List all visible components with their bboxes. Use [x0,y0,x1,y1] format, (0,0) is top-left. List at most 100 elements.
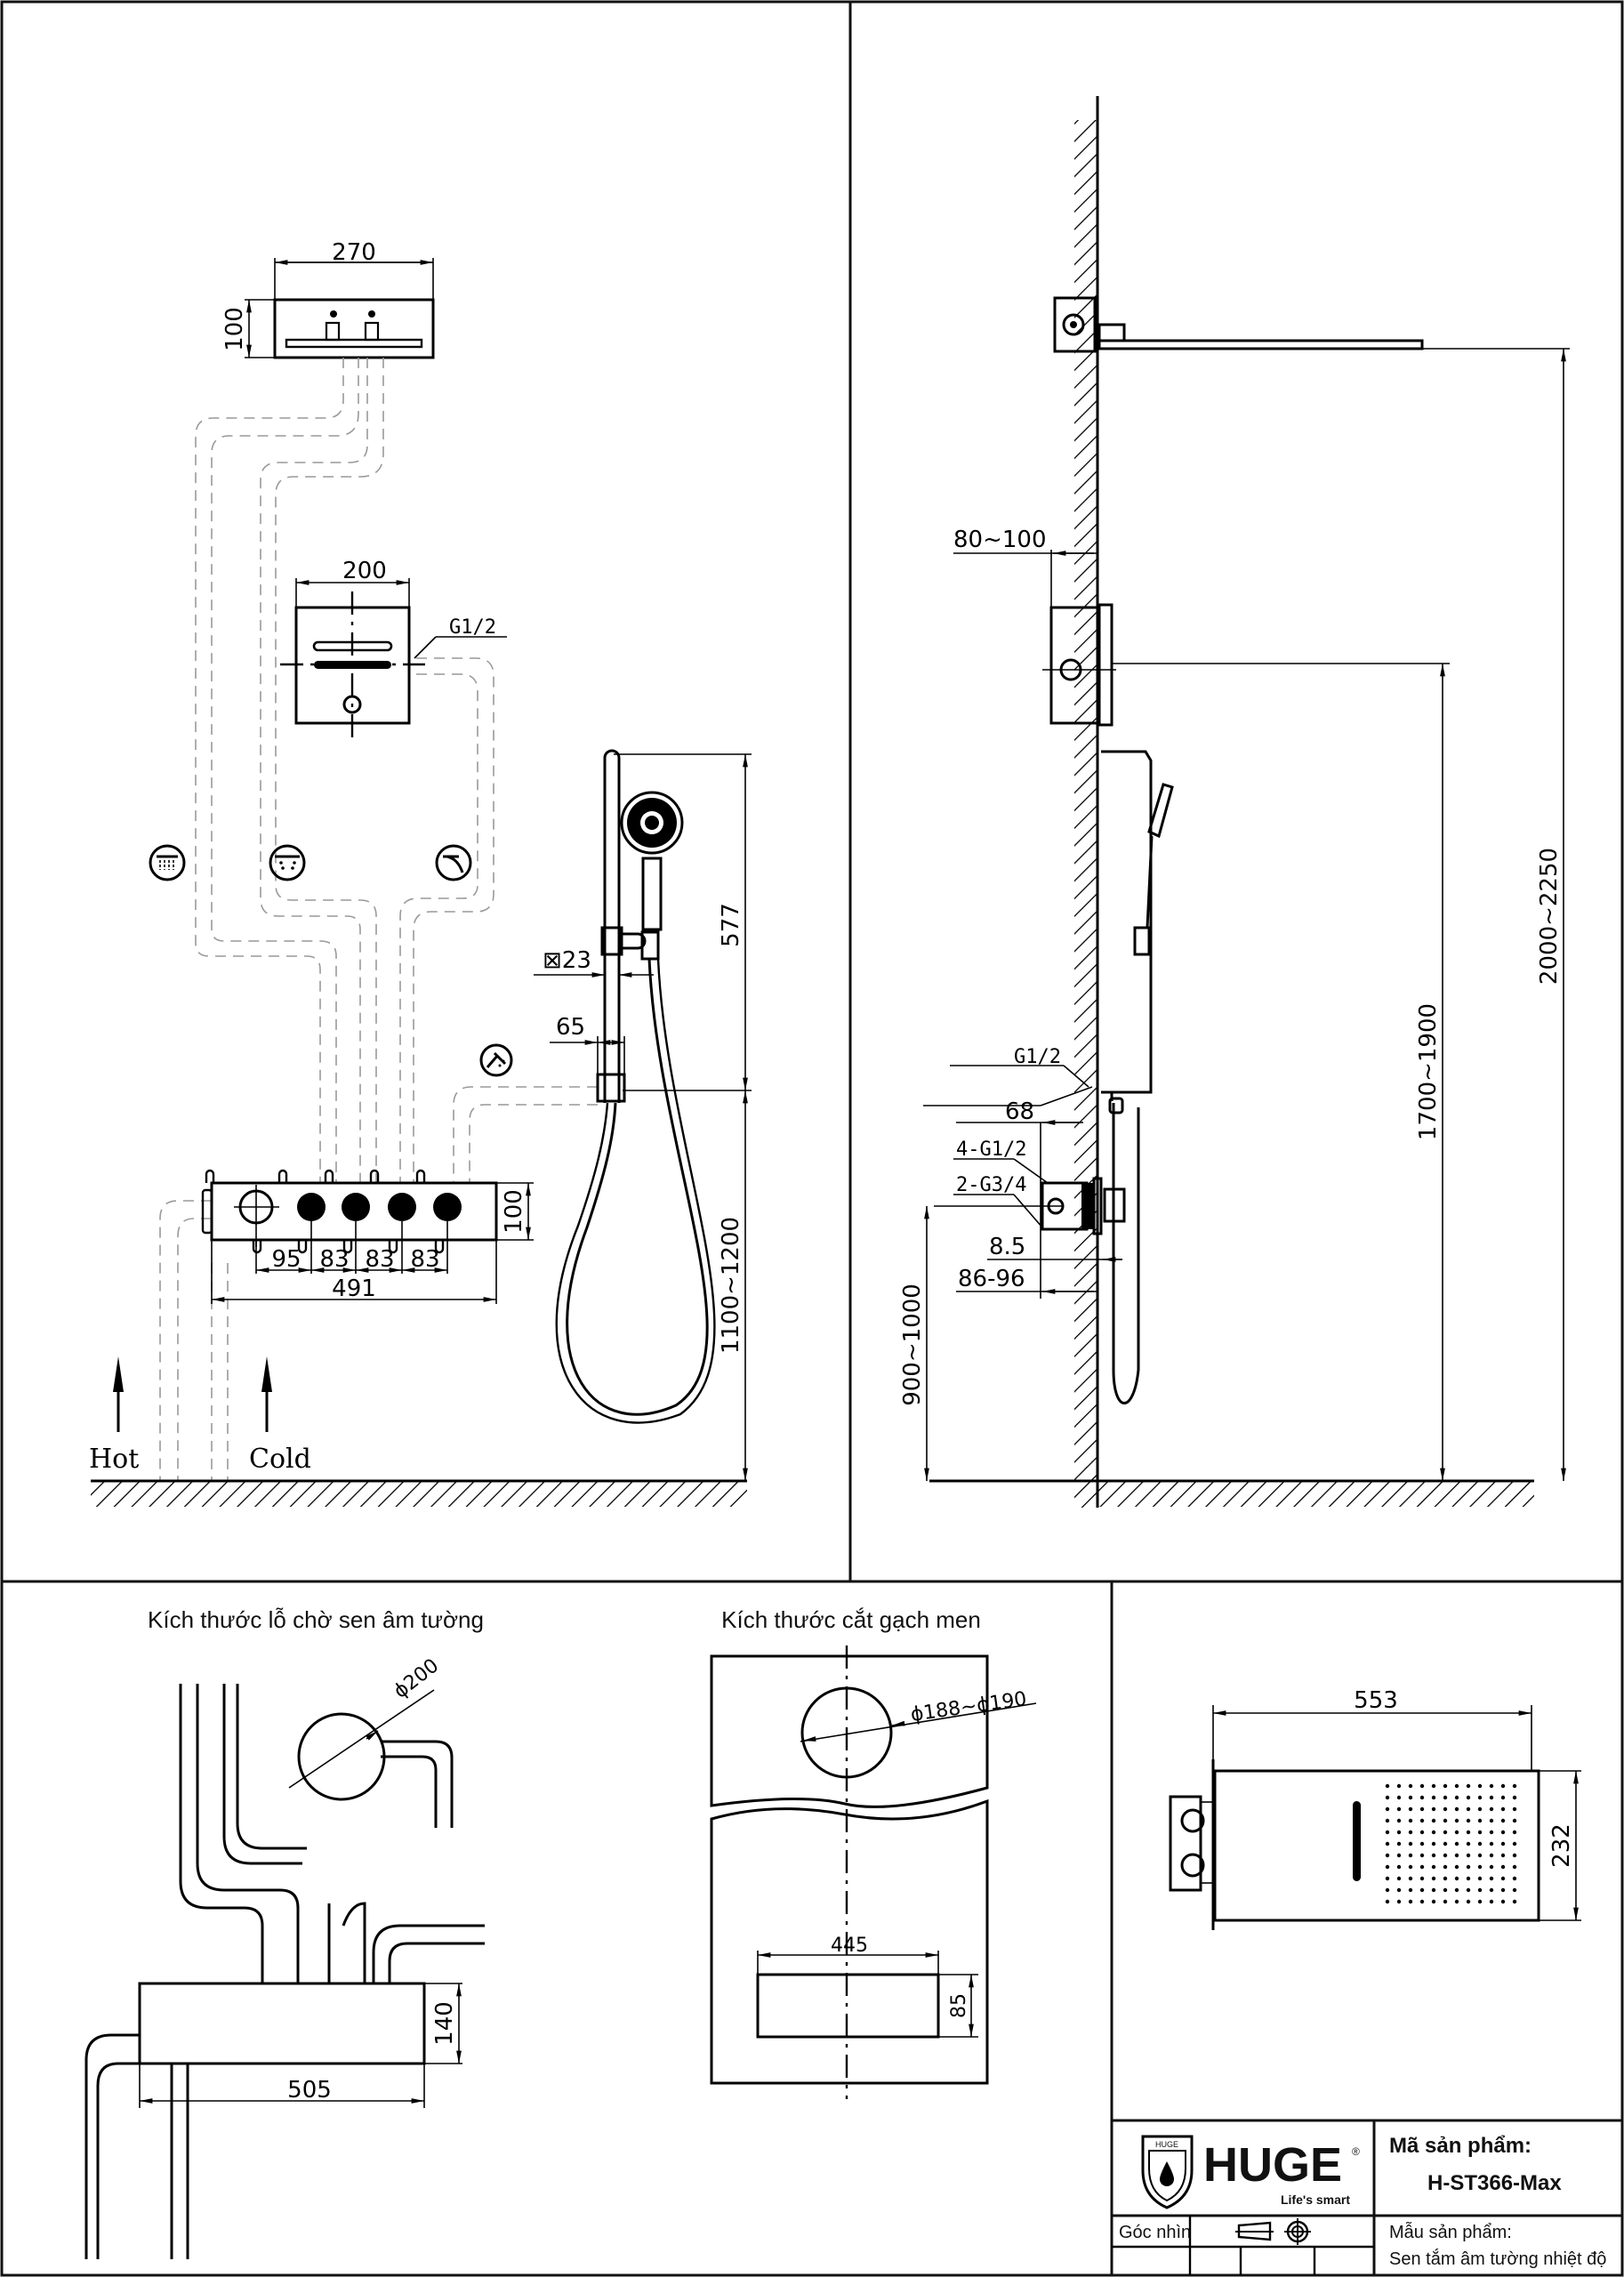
brand-tagline: Life's smart [1281,2193,1350,2207]
spray-nozzle [1466,1806,1471,1812]
spray-nozzle [1489,1876,1494,1881]
spray-nozzle [1454,1876,1459,1881]
spray-nozzle [1396,1899,1402,1904]
valve-height-side-dim: 900~1000 [899,1283,926,1406]
valve-spacing-3: 83 [365,1246,394,1273]
spray-nozzle [1396,1841,1402,1847]
rain-head-front: 270 100 [221,239,435,359]
spray-nozzle [1385,1806,1390,1812]
spray-nozzle [1443,1887,1448,1893]
spray-nozzle [1512,1887,1517,1893]
spray-nozzle [1408,1876,1413,1881]
floor-left [91,1479,747,1507]
spray-nozzle [1489,1806,1494,1812]
rough-in-pipes: ϕ200 505 140 [84,1654,485,2259]
spray-nozzle [1454,1795,1459,1800]
spray-nozzle [1454,1841,1459,1847]
tile-cut-title: Kích thước cắt gạch men [721,1606,981,1633]
spray-nozzle [1396,1876,1402,1881]
valve-spacing-4: 83 [410,1246,439,1273]
spray-nozzle [1477,1876,1483,1881]
crosshair-circle-icon [1284,2218,1311,2245]
cover-gap-dim: 8.5 [989,1234,1025,1260]
spray-nozzle [1431,1864,1436,1870]
spray-nozzle [1466,1830,1471,1835]
spray-nozzle [1512,1864,1517,1870]
water-inlets: Hot Cold [89,1356,311,1475]
spray-nozzle [1443,1841,1448,1847]
view-angle-label: Góc nhìn [1119,2223,1191,2242]
product-model-label: Mẫu sản phẩm: [1389,2222,1512,2242]
diverter-height-dim: 1700~1900 [1415,1003,1442,1140]
spray-nozzle [1500,1795,1506,1800]
spray-nozzle [1454,1818,1459,1823]
spray-nozzle [1443,1853,1448,1858]
spray-nozzle [1408,1830,1413,1835]
spray-nozzle [1385,1864,1390,1870]
spout-icon [435,844,472,881]
spray-nozzle [1385,1795,1390,1800]
spray-nozzle [1477,1887,1483,1893]
front-view: 270 100 200 [89,239,752,1507]
rough-in-width-dim: 505 [287,2077,332,2104]
registered-mark: ® [1352,2145,1360,2158]
diverter-width-dim: 200 [342,558,387,584]
slide-rail-side [1101,750,1174,1404]
embed-depth-dim: 86-96 [958,1266,1025,1292]
spray-nozzle [1489,1795,1494,1800]
top-view-length-dim: 553 [1354,1687,1398,1714]
spray-nozzle [1385,1887,1390,1893]
spray-nozzle [1466,1899,1471,1904]
spray-nozzle [1431,1830,1436,1835]
spray-nozzle [1443,1864,1448,1870]
spray-nozzle [1396,1818,1402,1823]
concealed-pipes [159,358,598,1481]
spray-nozzle [1512,1876,1517,1881]
spray-nozzle [1512,1830,1517,1835]
spray-nozzle [1489,1887,1494,1893]
tile-hole-dim: ϕ188~ϕ190 [909,1688,1028,1726]
spray-nozzle [1454,1830,1459,1835]
spray-nozzle [1419,1818,1425,1823]
valve-spacing-1: 95 [271,1246,301,1273]
outlet-height-dim: 1100~1200 [718,1217,744,1354]
spray-nozzle [1443,1818,1448,1823]
spray-nozzle [1466,1853,1471,1858]
spray-nozzle [1500,1864,1506,1870]
spray-nozzle [1489,1899,1494,1904]
top-view-width-dim: 232 [1548,1823,1575,1868]
slide-rail-front: ⊠23 65 577 1100~1200 [534,749,752,1481]
spray-nozzle [1466,1795,1471,1800]
spray-nozzle [1512,1899,1517,1904]
spray-nozzle [1477,1795,1483,1800]
spray-nozzle [1408,1841,1413,1847]
spray-nozzle [1431,1818,1436,1823]
spray-nozzle [1454,1864,1459,1870]
spray-nozzle [1431,1853,1436,1858]
title-block: HUGE HUGE ® Life's smart Mã sản phẩm: H-… [1110,2119,1624,2277]
spray-nozzle [1408,1899,1413,1904]
tile-cut-panel: Kích thước cắt gạch men ϕ188~ϕ190 445 85 [710,1606,1037,2099]
spray-nozzle [1500,1806,1506,1812]
spray-nozzle-grid [1385,1783,1517,1904]
spray-nozzle [1477,1853,1483,1858]
valve-spacing-2: 83 [319,1246,349,1273]
spray-nozzle [1512,1853,1517,1858]
spray-nozzle [1419,1864,1425,1870]
logo-badge-text: HUGE [1155,2140,1178,2149]
spray-nozzle [1443,1830,1448,1835]
spray-nozzle [1466,1876,1471,1881]
valve-depth-dim: 68 [1005,1098,1034,1125]
spray-nozzle [1454,1783,1459,1789]
spray-nozzle [1419,1795,1425,1800]
spray-nozzle [1408,1853,1413,1858]
spray-nozzle [1431,1806,1436,1812]
spray-nozzle [1431,1841,1436,1847]
spray-nozzle [1477,1818,1483,1823]
diverter-side: 80~100 1700~1900 [953,527,1450,1481]
handshower-icon [479,1043,513,1077]
spray-nozzle [1512,1783,1517,1789]
product-model-value: Sen tắm âm tường nhiệt độ [1389,2249,1606,2269]
spray-nozzle [1443,1795,1448,1800]
